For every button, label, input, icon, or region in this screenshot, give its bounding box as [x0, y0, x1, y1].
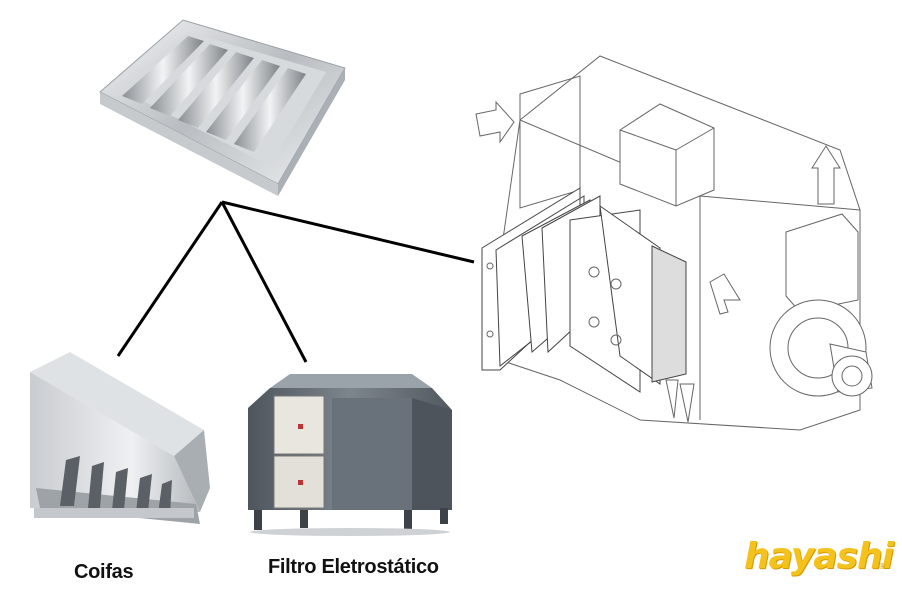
grease-filter-image — [99, 19, 346, 196]
exploded-view-drawing — [475, 55, 873, 431]
connector-to-drawing — [221, 200, 475, 264]
caption-filtro-eletrostatico: Filtro Eletrostático — [268, 556, 439, 578]
electrostatic-filter-image — [248, 374, 452, 536]
connector-lines — [116, 200, 475, 363]
connector-to-coifas — [116, 201, 224, 357]
connector-to-filtro — [220, 201, 308, 363]
hayashi-logo: hayashi — [744, 536, 894, 577]
caption-coifas: Coifas — [74, 561, 134, 583]
registered-mark: ® — [878, 562, 886, 571]
kitchen-hood-image — [30, 352, 210, 524]
